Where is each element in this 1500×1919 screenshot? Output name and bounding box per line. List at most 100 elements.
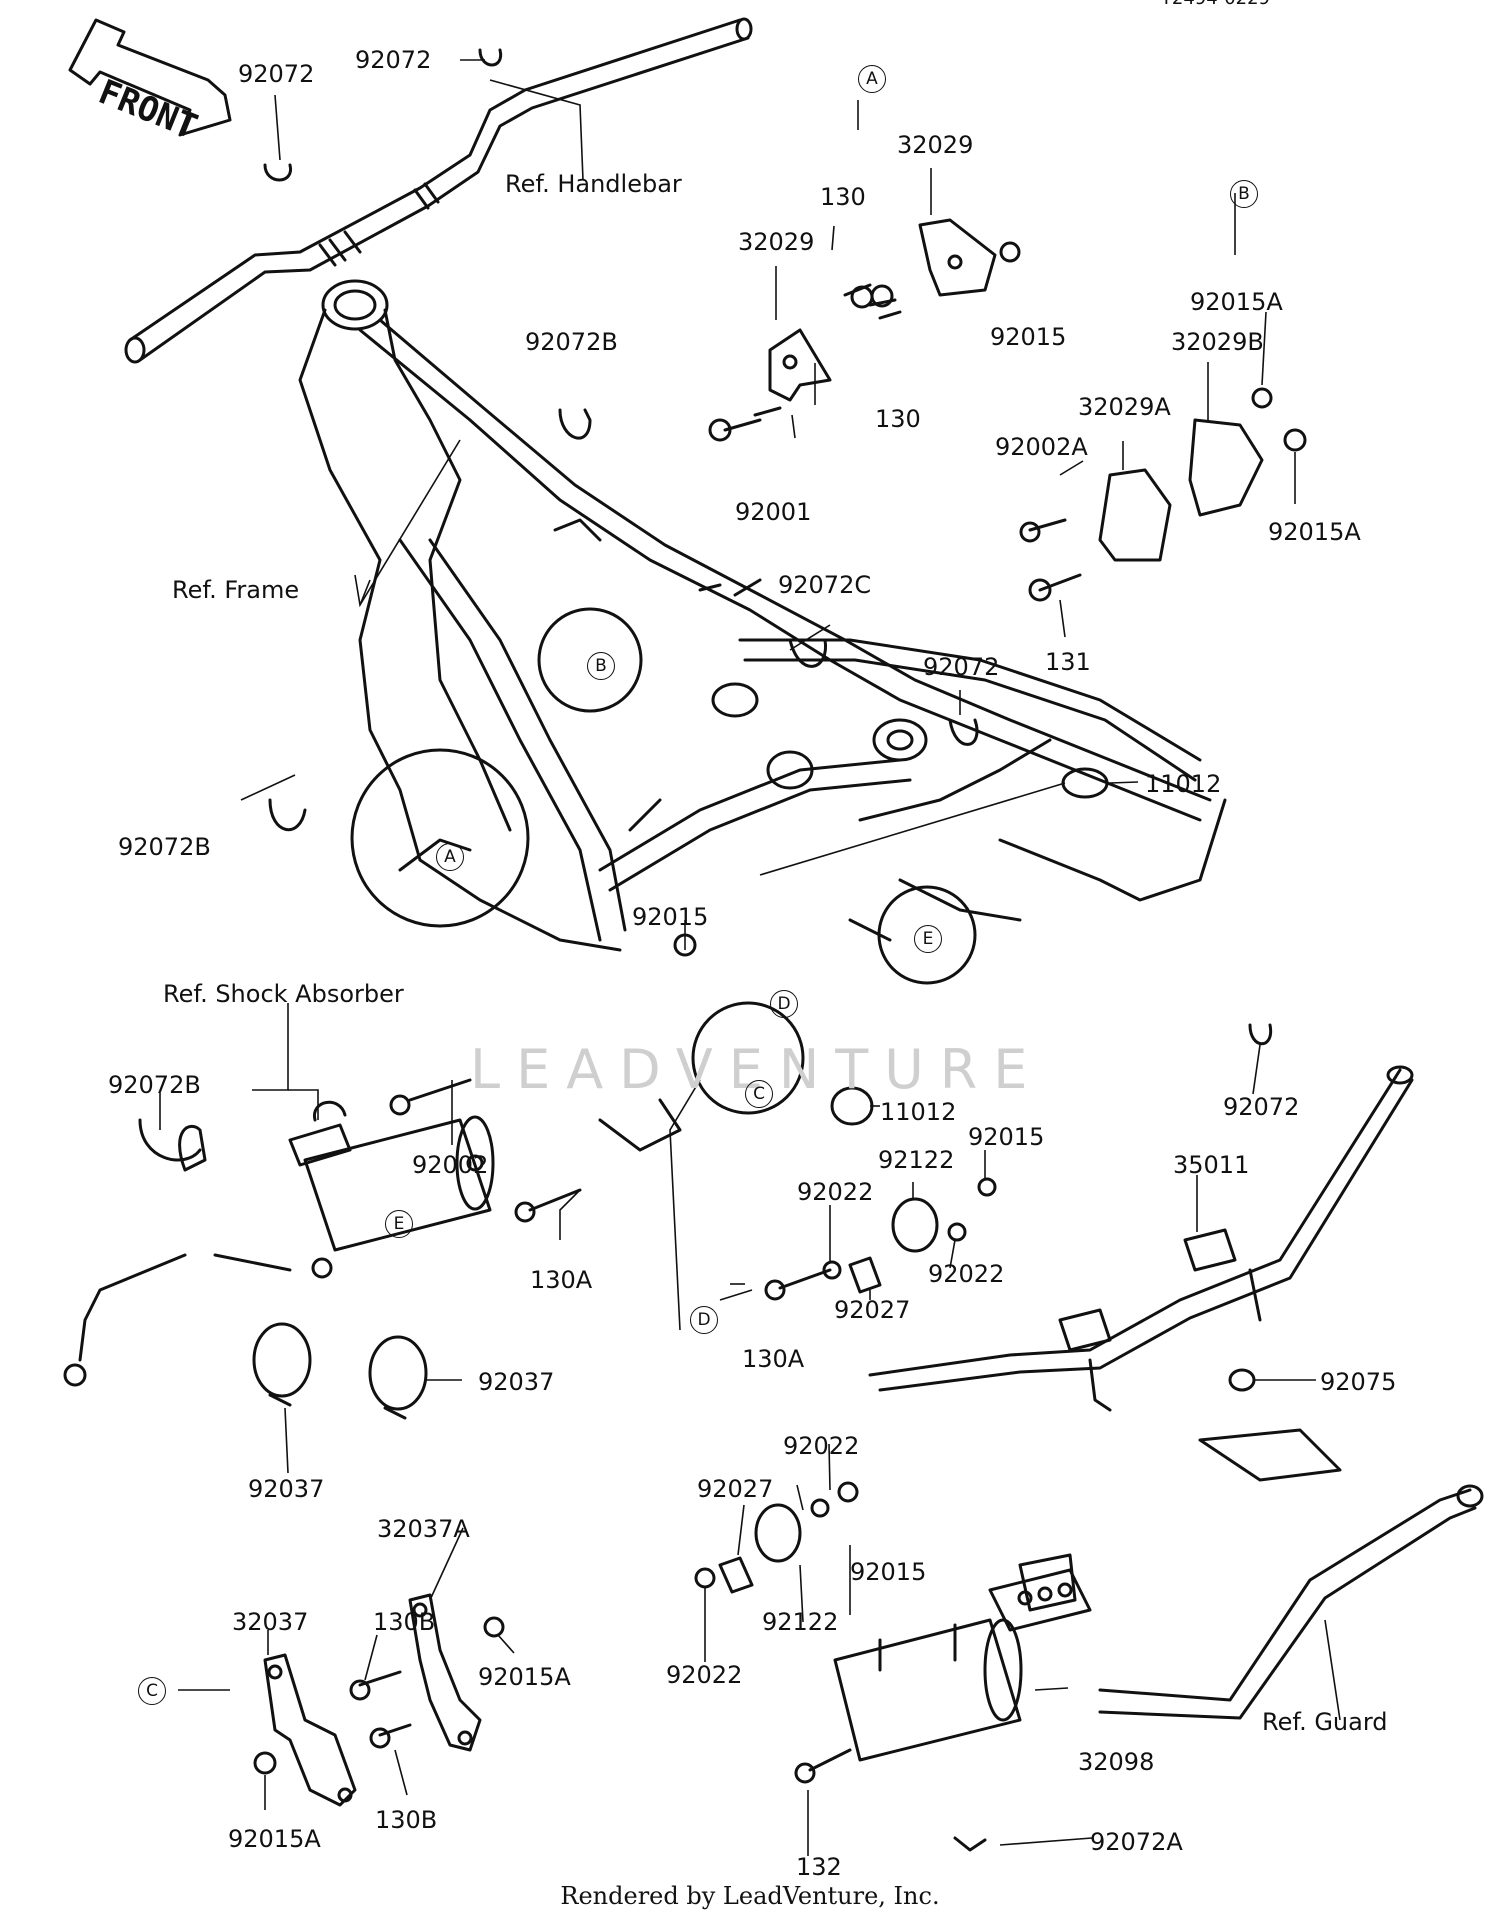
part-label: 92072B — [525, 328, 618, 356]
part-label: 92027 — [834, 1296, 911, 1324]
bushing-92122-a — [891, 1197, 939, 1253]
footer-credit: Rendered by LeadVenture, Inc. — [560, 1882, 940, 1910]
part-label: 92015A — [228, 1825, 321, 1853]
part-label: 92037 — [478, 1368, 555, 1396]
part-label: 92072B — [108, 1071, 201, 1099]
part-label: 92072 — [238, 60, 315, 88]
detail-circle-c — [691, 1001, 805, 1115]
frame-drawing — [298, 279, 1227, 1152]
shock-absorber-drawing — [63, 1100, 495, 1387]
detail-circle-e — [877, 885, 977, 985]
part-label: 130 — [820, 183, 866, 211]
bracket-32037 — [263, 1653, 357, 1807]
nut-92075 — [1228, 1368, 1256, 1392]
part-label: 130A — [742, 1345, 805, 1373]
part-label: 92015A — [1190, 288, 1283, 316]
detail-marker-c: C — [138, 1677, 166, 1705]
part-label: 92015 — [990, 323, 1067, 351]
part-label: 92037 — [248, 1475, 325, 1503]
detail-marker-a: A — [436, 843, 464, 871]
clamp-92072-handlebar-left — [263, 163, 292, 182]
detail-marker-e: E — [914, 925, 942, 953]
clamp-92072b-top — [558, 408, 592, 440]
part-label: 11012 — [1145, 770, 1222, 798]
part-label: 35011 — [1173, 1151, 1250, 1179]
detail-marker-e: E — [385, 1210, 413, 1238]
part-label: Ref. Guard — [1262, 1708, 1388, 1736]
detail-marker-c: C — [745, 1080, 773, 1108]
part-label: Ref. Handlebar — [505, 170, 682, 198]
nut-92015-b — [977, 1177, 997, 1197]
part-label: 32037A — [377, 1515, 470, 1543]
part-label: 92122 — [878, 1146, 955, 1174]
clamp-92072c — [788, 638, 828, 668]
part-label: 132 — [796, 1853, 842, 1881]
part-label: 92022 — [783, 1432, 860, 1460]
part-label: Ref. Frame — [172, 576, 300, 604]
washer-92022-a — [822, 1260, 842, 1280]
front-arrow-icon — [68, 18, 232, 137]
clamp-92072-mid — [948, 718, 979, 746]
part-label: 92072A — [1090, 1828, 1183, 1856]
nut-92015-c — [837, 1481, 859, 1503]
part-label: 92122 — [762, 1608, 839, 1636]
hose-clamps-92037 — [252, 1322, 428, 1420]
part-label: 130A — [530, 1266, 593, 1294]
mount-bar-35011 — [868, 1065, 1414, 1412]
bracket-32029a — [1098, 468, 1172, 562]
part-label: 32098 — [1078, 1748, 1155, 1776]
part-label: 92001 — [735, 498, 812, 526]
handlebar-drawing — [124, 17, 753, 364]
bolt-130a — [528, 1188, 582, 1212]
collar-92027-a — [848, 1256, 882, 1294]
clamp-92072b-left — [268, 798, 307, 832]
collar-92027-b — [718, 1556, 754, 1594]
detail-circle-a — [350, 748, 530, 928]
part-label: 92002 — [412, 1151, 489, 1179]
part-label: 92022 — [928, 1260, 1005, 1288]
part-label: 92072 — [923, 653, 1000, 681]
part-label: 92022 — [797, 1178, 874, 1206]
bolt-130a-d — [764, 1279, 786, 1301]
detail-circle-b — [537, 607, 643, 713]
part-label: 92072C — [778, 571, 872, 599]
part-label: 32029B — [1171, 328, 1264, 356]
detail-marker-b: B — [1230, 180, 1258, 208]
detail-marker-d: D — [690, 1306, 718, 1334]
clamp-92072-handlebar-top — [478, 48, 503, 67]
bracket-32029b — [1188, 418, 1264, 517]
bracket-32029-left — [768, 328, 832, 402]
part-label: 32029 — [897, 131, 974, 159]
part-label: 92015 — [850, 1558, 927, 1586]
part-label: 92002A — [995, 433, 1088, 461]
part-label: 11012 — [880, 1098, 957, 1126]
part-label: 92022 — [666, 1661, 743, 1689]
washer-92022-c — [694, 1567, 716, 1589]
part-label: 32029 — [738, 228, 815, 256]
part-label: 32029A — [1078, 393, 1171, 421]
bolt-92002 — [408, 1078, 472, 1102]
part-label: 131 — [1045, 648, 1091, 676]
washer-92022-d — [810, 1498, 830, 1518]
part-label: 92015 — [968, 1123, 1045, 1151]
detail-marker-a: A — [858, 65, 886, 93]
part-label: 92072 — [1223, 1093, 1300, 1121]
part-label: 92015A — [1268, 518, 1361, 546]
part-label: 32037 — [232, 1608, 309, 1636]
part-label: 130B — [373, 1608, 436, 1636]
bracket-32037a — [408, 1593, 482, 1752]
detail-marker-d: D — [770, 990, 798, 1018]
part-label: Ref. Shock Absorber — [163, 980, 404, 1008]
part-label: 92072B — [118, 833, 211, 861]
bushing-92122-b — [754, 1503, 802, 1563]
guard-drawing — [988, 1428, 1484, 1720]
clamp-92072-right — [1248, 1023, 1273, 1046]
cover-32098-drawing — [794, 1618, 1023, 1852]
washer-92022-b — [947, 1222, 967, 1242]
detail-marker-b: B — [587, 652, 615, 680]
part-label: 130B — [375, 1806, 438, 1834]
part-label: 92027 — [697, 1475, 774, 1503]
